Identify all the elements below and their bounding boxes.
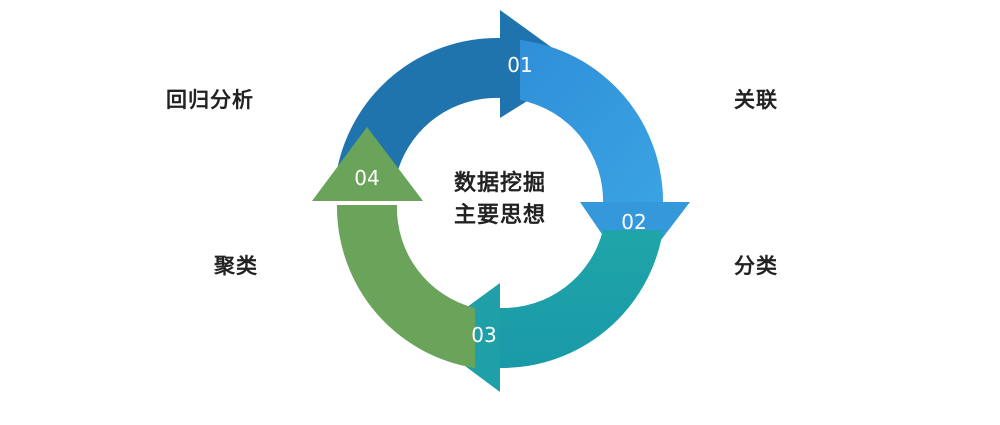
label-clustering: 聚类 [214,254,258,278]
label-association: 关联 [734,88,778,112]
arrow-head-04 [312,127,423,201]
center-title-line1: 数据挖掘 [453,171,546,196]
stage-number-01: 01 [507,53,532,77]
stage-number-02: 02 [621,210,646,234]
center-title-line2: 主要思想 [453,203,546,228]
center-title: 数据挖掘 主要思想 [430,168,570,232]
stage-number-04: 04 [354,166,379,190]
label-classification: 分类 [734,254,778,278]
segment-03-to-04 [312,127,475,368]
label-regression: 回归分析 [166,88,254,112]
stage-number-03: 03 [471,323,496,347]
